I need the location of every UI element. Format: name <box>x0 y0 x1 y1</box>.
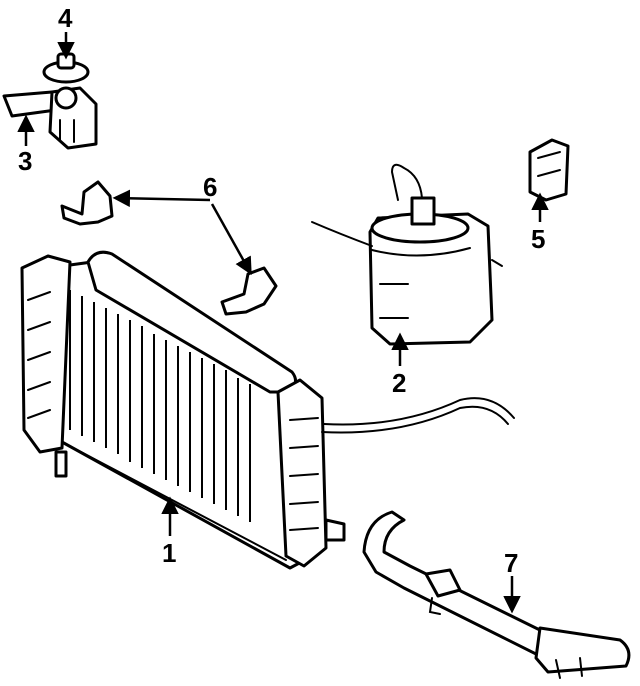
callout-1: 1 <box>162 538 176 568</box>
reservoir-bracket <box>528 138 570 202</box>
lower-hose <box>362 510 631 679</box>
leader-lines <box>17 32 549 614</box>
radiator <box>20 250 346 570</box>
callout-6: 6 <box>203 172 217 202</box>
callout-4: 4 <box>58 3 73 33</box>
overflow-hose <box>323 397 515 426</box>
callout-5: 5 <box>531 224 545 254</box>
callout-3: 3 <box>18 146 32 176</box>
water-outlet <box>2 86 98 150</box>
coolant-reservoir <box>311 163 503 346</box>
callout-2: 2 <box>392 368 406 398</box>
callout-7: 7 <box>504 548 518 578</box>
mounting-brackets <box>60 180 278 316</box>
radiator-cap <box>42 52 90 84</box>
